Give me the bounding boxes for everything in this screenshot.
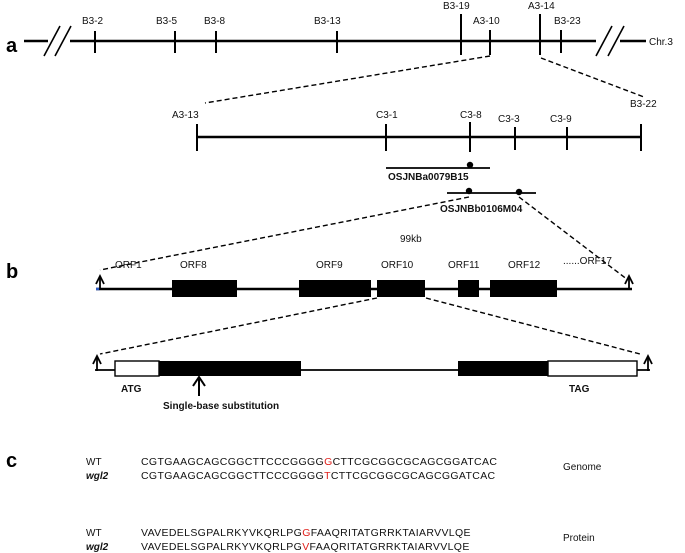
chromosome-ticks: [94, 14, 562, 55]
genome-wt-pre: CGTGAAGCAGCGGCTTCCCGGGG: [141, 456, 324, 468]
orf11-box: [458, 280, 479, 297]
fine-map-ticks: [196, 122, 642, 152]
protein-label: Protein: [563, 533, 595, 544]
region-size-label: 99kb: [400, 234, 422, 245]
protein-mutant-post: FAAQRITATGRRKTAIARVVLQE: [310, 541, 470, 553]
fine-marker-b3-22: B3-22: [630, 99, 657, 110]
exon1-box: [159, 361, 301, 376]
orf10-box: [377, 280, 425, 297]
bac2-marker-dot-right: [515, 188, 523, 196]
orf17-label: ......ORF17: [563, 256, 612, 267]
orf8-box: [172, 280, 237, 297]
chromosome-break-left: [43, 25, 72, 57]
bac2-marker-dot-left: [465, 187, 473, 195]
marker-b3-8: B3-8: [204, 16, 226, 27]
marker-b3-2: B3-2: [82, 16, 104, 27]
protein-wt-mut: G: [302, 527, 311, 539]
atg-label: ATG: [121, 384, 142, 395]
genome-wt-sequence: CGTGAAGCAGCGGCTTCCCGGGGGCTTCGCGGCGCAGCGG…: [141, 456, 497, 468]
protein-wt-post: FAAQRITATGRRKTAIARVVLQE: [311, 527, 471, 539]
protein-wt-pre: VAVEDELSGPALRKYVKQRLPG: [141, 527, 302, 539]
fine-marker-c3-3: C3-3: [498, 114, 520, 125]
panel-c-label: c: [6, 450, 17, 472]
zoom-lines-c: [99, 297, 641, 355]
utr5-box: [114, 360, 160, 377]
bac1-marker-dot: [466, 161, 474, 169]
marker-a3-14: A3-14: [528, 1, 555, 12]
protein-wt-label: WT: [86, 528, 102, 539]
genome-label: Genome: [563, 462, 602, 473]
genome-mutant-pre: CGTGAAGCAGCGGCTTCCCGGGG: [141, 470, 324, 482]
orf11-label: ORF11: [448, 260, 480, 271]
protein-wt-sequence: VAVEDELSGPALRKYVKQRLPGGFAAQRITATGRRKTAIA…: [141, 527, 471, 539]
panel-b-label: b: [6, 261, 18, 283]
zoom-lines-b: [99, 196, 629, 281]
fine-marker-a3-13: A3-13: [172, 110, 199, 121]
orf12-label: ORF12: [508, 260, 541, 271]
orf9-label: ORF9: [316, 260, 343, 271]
protein-mutant-pre: VAVEDELSGPALRKYVKQRLPG: [141, 541, 302, 553]
mutation-arrow-icon: [192, 375, 206, 387]
genome-mutant-mut: T: [324, 470, 331, 482]
orf10-label: ORF10: [381, 260, 414, 271]
tag-label: TAG: [569, 384, 590, 395]
orf9-box: [299, 280, 371, 297]
bac2-label: OSJNBb0106M04: [440, 204, 523, 215]
chromosome-label: Chr.3: [649, 37, 673, 48]
utr3-box: [547, 360, 638, 377]
genome-wt-post: CTTCGCGGCGCAGCGGATCAC: [333, 456, 498, 468]
marker-b3-13: B3-13: [314, 16, 341, 27]
genome-mutant-label: wgl2: [86, 471, 109, 482]
genome-mutant-post: CTTCGCGGCGCAGCGGATCAC: [331, 470, 496, 482]
marker-b3-5: B3-5: [156, 16, 178, 27]
protein-mutant-label: wgl2: [86, 542, 109, 553]
marker-b3-23: B3-23: [554, 16, 581, 27]
genome-wt-label: WT: [86, 457, 102, 468]
fine-marker-c3-9: C3-9: [550, 114, 572, 125]
protein-mutant-sequence: VAVEDELSGPALRKYVKQRLPGVFAAQRITATGRRKTAIA…: [141, 541, 470, 553]
orf8-label: ORF8: [180, 260, 207, 271]
exon2-box: [458, 361, 548, 376]
orf1-label: ORF1: [115, 260, 142, 271]
zoom-lines-a: [204, 55, 645, 104]
mutation-label: Single-base substitution: [163, 401, 279, 412]
genome-wt-mut: G: [324, 456, 333, 468]
orf12-box: [490, 280, 557, 297]
panel-a-label: a: [6, 35, 18, 57]
bac1-label: OSJNBa0079B15: [388, 172, 469, 183]
genome-mutant-sequence: CGTGAAGCAGCGGCTTCCCGGGGTCTTCGCGGCGCAGCGG…: [141, 470, 496, 482]
fine-marker-c3-1: C3-1: [376, 110, 398, 121]
chromosome-break-right: [595, 25, 625, 57]
protein-mutant-mut: V: [302, 541, 309, 553]
marker-a3-10: A3-10: [473, 16, 500, 27]
marker-b3-19: B3-19: [443, 1, 470, 12]
fine-marker-c3-8: C3-8: [460, 110, 482, 121]
